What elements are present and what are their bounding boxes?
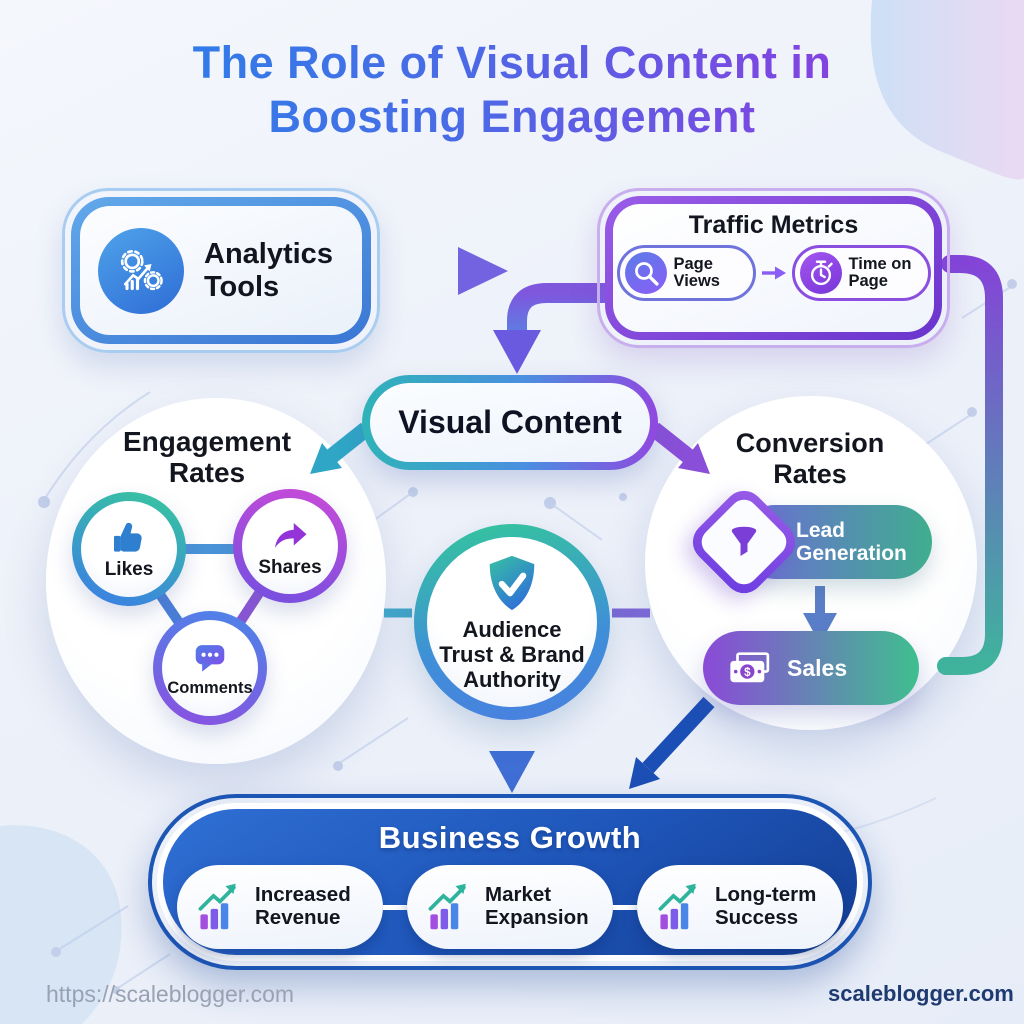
increased-revenue-pill: Increased Revenue: [177, 865, 383, 949]
shares-node: Shares: [233, 489, 347, 603]
arrow-to-conversion: [649, 422, 693, 463]
business-growth-title: Business Growth: [378, 820, 642, 855]
corner-blob-bottom-left: [0, 825, 122, 1024]
time-on-page-pill: Time on Page: [791, 245, 931, 301]
increased-revenue-label: Increased Revenue: [255, 883, 351, 929]
growth-chart-icon: [658, 883, 696, 930]
pipe-traffic-to-conversion: [937, 255, 1003, 675]
page-title-line1: The Role of Visual Content in: [192, 37, 832, 88]
arrowhead-growth-right: [629, 757, 660, 789]
engagement-rates-title: Engagement Rates: [122, 426, 292, 489]
conversion-rates-title: Conversion Rates: [735, 428, 885, 489]
audience-trust-node: Audience Trust & Brand Authority: [414, 524, 610, 720]
long-term-success-pill: Long-term Success: [637, 865, 843, 949]
page-views-pill: Page Views: [616, 245, 756, 301]
time-on-page-label: Time on Page: [848, 254, 912, 290]
analytics-tools-label: Analytics Tools: [204, 238, 333, 303]
business-growth-card: Business Growth Increased Revenue: [148, 794, 872, 970]
arrowhead-sales: [803, 613, 837, 644]
share-arrow-icon: [275, 522, 307, 548]
footer-url-right: scaleblogger.com: [828, 981, 1014, 1006]
arrow-to-engagement: [327, 422, 371, 463]
analytics-tools-card: Analytics Tools: [62, 188, 380, 353]
sales-label: Sales: [787, 654, 848, 681]
comments-node: Comments: [153, 611, 267, 725]
circuit-dots: [38, 279, 1017, 994]
likes-node: Likes: [72, 492, 186, 606]
growth-chart-icon: [198, 883, 236, 930]
traffic-metrics-card: Traffic Metrics Page Views: [597, 188, 950, 348]
shield-check-icon: [489, 555, 535, 610]
arrow-conversion-to-growth: [642, 696, 715, 774]
money-icon: $: [730, 652, 770, 683]
comments-label: Comments: [167, 679, 253, 697]
growth-chart-icon: [428, 883, 466, 930]
shares-label: Shares: [258, 556, 322, 578]
svg-text:$: $: [744, 666, 751, 679]
page-title-line2: Boosting Engagement: [268, 91, 756, 142]
arrowhead-conversion: [678, 443, 710, 474]
thumbs-up-icon: [114, 522, 142, 552]
footer-url-left: https://scaleblogger.com: [46, 981, 295, 1007]
visual-content-node: Visual Content: [362, 375, 658, 470]
comment-bubble-icon: [195, 645, 225, 672]
long-term-success-label: Long-term Success: [715, 883, 817, 929]
audience-trust-label: Audience Trust & Brand Authority: [439, 616, 585, 693]
market-expansion-label: Market Expansion: [485, 883, 589, 929]
arrowhead-into-visual-content: [493, 330, 541, 374]
page-views-label: Page Views: [673, 254, 720, 290]
pill-connector: [613, 904, 637, 910]
funnel-icon: [731, 526, 757, 556]
market-expansion-pill: Market Expansion: [407, 865, 613, 949]
arrowhead-engagement: [310, 443, 342, 474]
arrowhead-analytics: [458, 247, 508, 295]
pill-connector: [383, 904, 407, 910]
arrowhead-into-growth-center: [489, 751, 535, 793]
sales-pill: $ Sales: [703, 631, 919, 705]
likes-label: Likes: [104, 558, 154, 580]
pipe-traffic-to-visual-content: [507, 283, 606, 332]
corner-blob-top-right: [870, 0, 1024, 180]
page-title: The Role of Visual Content in Boosting E…: [0, 36, 1024, 144]
lead-generation-label: Lead Generation: [796, 518, 907, 565]
lead-generation-diamond: [684, 482, 804, 602]
stopwatch-icon: [799, 252, 842, 294]
magnifier-icon: [624, 252, 667, 294]
analytics-gears-chart-icon: [98, 227, 184, 314]
traffic-metrics-title: Traffic Metrics: [688, 211, 859, 239]
mini-arrow-icon: [761, 266, 786, 280]
visual-content-label: Visual Content: [398, 404, 622, 440]
